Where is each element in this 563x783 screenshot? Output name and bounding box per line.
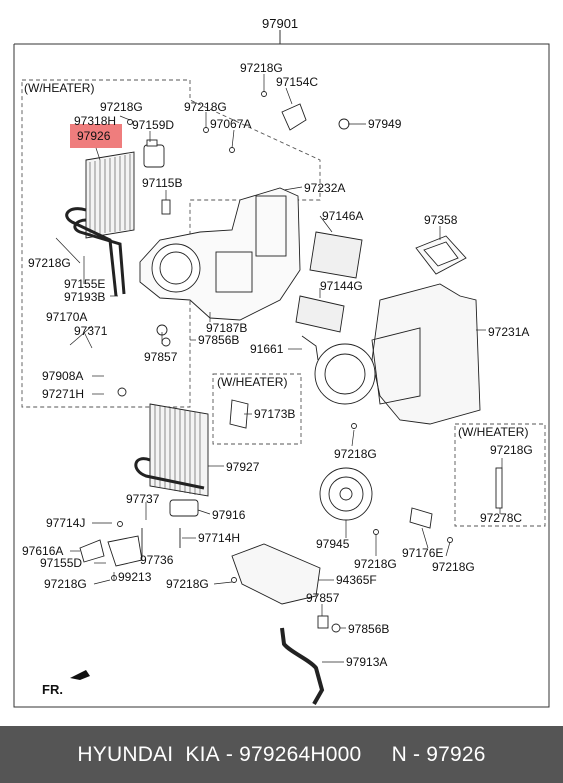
callout-97115B: 97115B [142,176,182,190]
callout-97616A: 97616A [22,544,63,558]
heater-box-mid [212,373,302,445]
callout-97232A: 97232A [304,181,345,195]
callout-97714H: 97714H [198,531,240,545]
heater-label-main: (W/HEATER) [24,81,94,95]
callout-97146A: 97146A [322,209,363,223]
callout-97218G-d: 97218G [334,447,377,461]
callout-97218G-e: 97218G [490,443,533,457]
callout-97170A: 97170A [46,310,87,324]
callout-97358: 97358 [424,213,458,227]
callout-97193B: 97193B [64,290,105,304]
callout-97945: 97945 [316,537,350,551]
heater-core-drawing [65,151,135,297]
part-number-footer: HYUNDAI KIA - 979264H000 N - 97926 [0,726,563,783]
parts-diagram: 97901 (W/HEATER) (W/HEATER) (W/HEATER) 9… [13,16,550,708]
callout-97218G-g: 97218G [432,560,475,574]
callout-97218G-top: 97218G [240,61,283,75]
callout-97857-a: 97857 [144,350,178,364]
heater-box-right [454,423,546,527]
callout-97173B: 97173B [254,407,295,421]
callout-97271H: 97271H [42,387,84,401]
highlight-box [70,124,122,148]
callout-97218G-c: 97218G [28,256,71,270]
callout-97154C: 97154C [276,75,318,89]
callout-97916: 97916 [212,508,246,522]
callout-91661: 91661 [250,342,284,356]
callout-97144G: 97144G [320,279,363,293]
callout-97908A: 97908A [42,369,83,383]
callout-97187B: 97187B [206,321,247,335]
callout-97371: 97371 [74,324,108,338]
callout-labels: 97218G 97154C 97949 97218G 97218G 97318H… [22,61,533,669]
callout-97927: 97927 [226,460,260,474]
callout-97714J: 97714J [46,516,85,530]
callout-97856B-b: 97856B [348,622,389,636]
callout-97949: 97949 [368,117,402,131]
callout-99213: 99213 [118,570,152,584]
front-label: FR. [42,682,63,697]
callout-97218G-f: 97218G [354,557,397,571]
assembly-frame [13,30,550,708]
callout-97155D: 97155D [40,556,82,570]
callout-97318H: 97318H [74,114,116,128]
footer-separator: - [219,742,240,766]
heater-label-right: (W/HEATER) [458,425,528,439]
footer-ref-prefix: N - [391,742,427,766]
heater-label-mid: (W/HEATER) [217,375,287,389]
footer-brand: HYUNDAI KIA [77,742,220,766]
callout-97218G-h: 97218G [44,577,87,591]
callout-97176E: 97176E [402,546,443,560]
heater-box-main [21,79,321,408]
callout-97278C: 97278C [480,511,522,525]
footer-gap [361,743,391,767]
leader-lines [55,74,503,663]
callout-97231A: 97231A [488,325,529,339]
callout-97218G-b: 97218G [184,100,227,114]
component-drawings [65,91,503,705]
highlighted-part-label: 97926 [77,129,111,143]
callout-97218G-a: 97218G [100,100,143,114]
callout-97218G-i: 97218G [166,577,209,591]
callout-97067A: 97067A [210,117,251,131]
callout-97737: 97737 [126,492,160,506]
footer-part-number: 979264H000 [239,742,362,766]
assembly-label: 97901 [262,16,298,31]
callout-97159D: 97159D [132,118,174,132]
front-arrow [70,670,90,680]
callout-97857-b: 97857 [306,591,340,605]
callout-97856B-a: 97856B [198,333,239,347]
callout-94365F: 94365F [336,573,377,587]
footer-ref-number: 97926 [426,742,486,766]
callout-97913A: 97913A [346,655,387,669]
callout-97736: 97736 [140,553,174,567]
callout-97155E: 97155E [64,277,105,291]
